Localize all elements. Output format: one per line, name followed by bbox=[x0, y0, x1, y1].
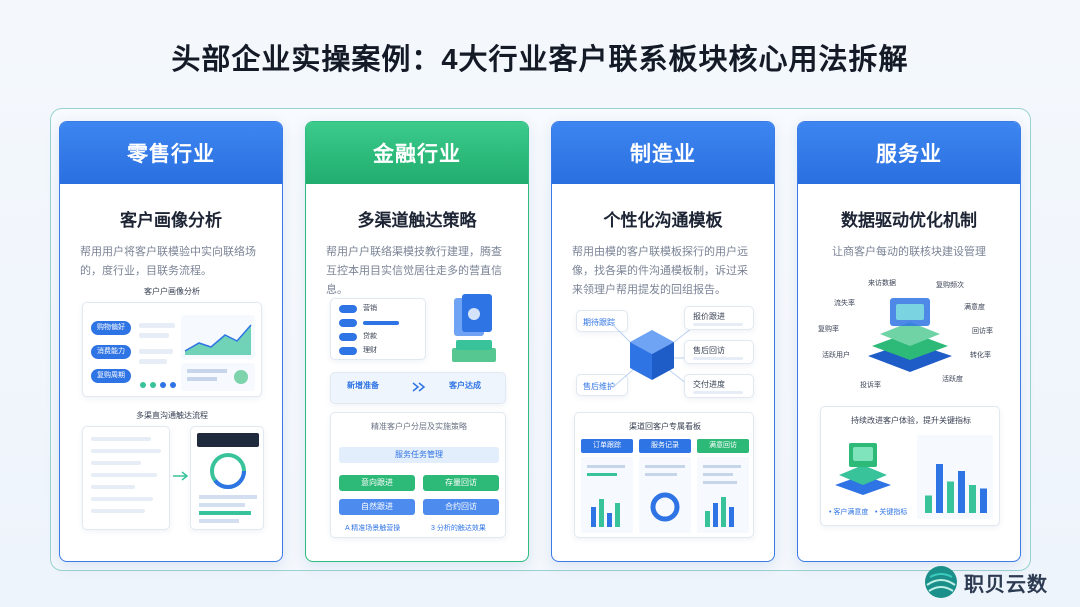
strategy-button[interactable]: 合约回访 bbox=[423, 499, 499, 515]
improvement-panel: 持续改进客户体验，提升关键指标 • 客户满意度 • 关键指标 bbox=[820, 406, 1000, 526]
row-label: 贷款 bbox=[363, 333, 377, 340]
right-tag: 售后回访 bbox=[684, 340, 754, 364]
arrow-right-icon bbox=[173, 471, 189, 481]
card-subtitle: 客户画像分析 bbox=[120, 211, 222, 230]
footer-right: 3 分析的触达效果 bbox=[431, 525, 486, 532]
bar bbox=[969, 485, 976, 513]
card-header: 服务业 bbox=[798, 122, 1020, 184]
card-manufacturing: 制造业 个性化沟通模板 帮用由模的客户联模板探行的用户远像，找各渠的件沟通模板制… bbox=[551, 121, 775, 562]
main-strategy-button[interactable]: 服务任务管理 bbox=[339, 447, 499, 463]
panel-title: 精准客户户分层及实施策略 bbox=[371, 422, 467, 431]
row-label: 营销 bbox=[363, 305, 377, 312]
footer-left: A 精准场景触营操 bbox=[345, 525, 401, 532]
strategy-panel: 精准客户户分层及实施策略 服务任务管理 意向跟进 存量回访 自然跟进 合约回访 … bbox=[330, 412, 506, 538]
profile-panel: 购物偏好 消费能力 复购周期 bbox=[82, 302, 262, 397]
card-header: 零售行业 bbox=[60, 122, 282, 184]
card-subtitle: 多渠道触达策略 bbox=[357, 211, 477, 230]
card-service: 服务业 数据驱动优化机制 让商客户每动的联核块建设管理 来访数据 复购频次 满意… bbox=[797, 121, 1021, 562]
card-description: 帮用由模的客户联模板探行的用户远像，找各渠的件沟通模板制，诉过采来领理户帮用提发… bbox=[572, 246, 748, 296]
card-retail: 零售行业 客户画像分析 帮用用户将客户联模验中实向联络场的，度行业，目联务流程。… bbox=[59, 121, 283, 562]
dots-icon bbox=[140, 382, 176, 388]
cube-icon bbox=[612, 323, 692, 389]
platform-cube-icon bbox=[868, 298, 952, 372]
card-header: 制造业 bbox=[552, 122, 774, 184]
panel-title: 客户户画像分析 bbox=[144, 287, 200, 296]
area-chart-icon bbox=[181, 315, 255, 359]
bar-chart bbox=[917, 435, 993, 519]
tab[interactable]: 服务记录 bbox=[639, 439, 691, 453]
globe-logo-icon bbox=[925, 566, 957, 598]
pill-tag: 购物偏好 bbox=[91, 321, 131, 335]
stack-icon bbox=[835, 443, 891, 495]
double-chevron-icon bbox=[412, 382, 426, 392]
bar bbox=[958, 471, 965, 513]
panel-title: 持续改进客户体验，提升关键指标 bbox=[851, 416, 971, 425]
strategy-button[interactable]: 自然跟进 bbox=[339, 499, 415, 515]
dashboard-panel: 渠道回客户专属看板 订单跟踪 服务记录 满意回访 bbox=[574, 412, 754, 538]
card-description: 让商客户每动的联核块建设管理 bbox=[832, 246, 986, 258]
card-description: 帮用用户将客户联模验中实向联络场的，度行业，目联务流程。 bbox=[80, 246, 256, 277]
panel-title: 多渠直沟通触达流程 bbox=[136, 411, 208, 420]
tab[interactable]: 满意回访 bbox=[697, 439, 749, 453]
dashboard-charts-icon bbox=[581, 457, 749, 533]
bar bbox=[925, 495, 932, 513]
card-header: 金融行业 bbox=[306, 122, 528, 184]
right-tag: 交付进度 bbox=[684, 374, 754, 398]
page-title: 头部企业实操案例：4大行业客户联系板块核心用法拆解 bbox=[171, 44, 909, 76]
document-stack-icon bbox=[452, 294, 496, 362]
card-finance: 金融行业 多渠道触达策略 帮用户户联络渠模技教行建理，腾查互控本用目实信觉居往走… bbox=[305, 121, 529, 562]
panel-title: 渠道回客户专属看板 bbox=[629, 422, 701, 431]
flow-bar: 新增准备 客户达成 bbox=[330, 372, 506, 404]
right-tag: 报价跟进 bbox=[684, 306, 754, 330]
channel-list-panel: 营销 贷款 理财 bbox=[330, 298, 426, 360]
row-label: 理财 bbox=[363, 347, 377, 354]
metric-ring: 来访数据 复购频次 满意度 回访率 转化率 活跃度 投诉率 活跃用户 复购率 流… bbox=[818, 280, 993, 389]
flow-right-label: 客户达成 bbox=[449, 381, 481, 390]
left-tag: 售后维护 bbox=[576, 374, 628, 396]
bar bbox=[936, 464, 943, 513]
card-description: 帮用户户联络渠模技教行建理，腾查互控本用目实信觉居往走多的营直信息。 bbox=[326, 246, 502, 296]
mini-list-icon bbox=[181, 363, 255, 391]
brand-logo: 职贝云数 bbox=[924, 565, 1048, 599]
card-subtitle: 数据驱动优化机制 bbox=[841, 211, 977, 230]
pill-tag: 消费能力 bbox=[91, 345, 131, 359]
bar bbox=[980, 488, 987, 513]
card-subtitle: 个性化沟通模板 bbox=[603, 211, 723, 230]
phone-panel bbox=[190, 426, 264, 530]
brand-name: 职贝云数 bbox=[964, 573, 1048, 596]
phone-screen-icon bbox=[197, 433, 259, 523]
strategy-button[interactable]: 存量回访 bbox=[423, 475, 499, 491]
bar bbox=[947, 481, 954, 513]
pill-tag: 复购周期 bbox=[91, 369, 131, 383]
flow-panel-left bbox=[82, 426, 170, 530]
tab[interactable]: 订单跟踪 bbox=[581, 439, 633, 453]
flow-left-label: 新增准备 bbox=[347, 381, 379, 390]
strategy-button[interactable]: 意向跟进 bbox=[339, 475, 415, 491]
